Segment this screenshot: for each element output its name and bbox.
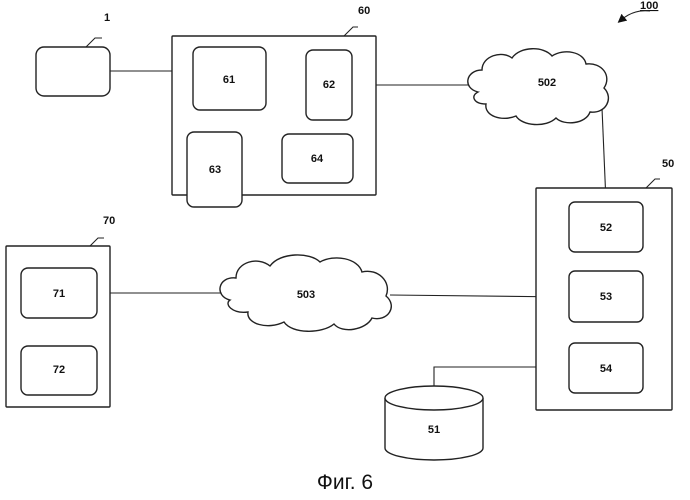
- block-60-label: 60: [358, 5, 370, 17]
- block-70: 70 71 72: [6, 215, 115, 407]
- device-1-label: 1: [104, 12, 110, 24]
- device-1-box: [36, 47, 110, 96]
- figure-caption: Фиг. 6: [0, 471, 690, 495]
- block-61-label: 61: [223, 74, 235, 86]
- block-60-leader: [344, 27, 358, 36]
- reference-numeral-100: 100: [640, 0, 658, 12]
- block-63-label: 63: [209, 164, 221, 176]
- cloud-502-label: 502: [538, 77, 556, 89]
- block-70-leader: [90, 238, 104, 246]
- database-51: 51: [385, 386, 483, 460]
- reference-arrow-100: [621, 11, 650, 20]
- network-cloud-503: 503: [220, 255, 391, 331]
- block-50-label: 50: [662, 158, 674, 170]
- network-cloud-502: 502: [468, 49, 609, 125]
- block-53-label: 53: [600, 291, 612, 303]
- device-1: 1: [36, 12, 110, 96]
- patent-diagram: 100 1 60 61 62 63 64 502: [0, 0, 690, 470]
- block-52-label: 52: [600, 222, 612, 234]
- cloud-503-label: 503: [297, 289, 315, 301]
- block-50: 50 52 53 54: [536, 158, 674, 410]
- block-72-label: 72: [53, 364, 65, 376]
- database-51-label: 51: [428, 424, 440, 436]
- block-70-label: 70: [103, 215, 115, 227]
- block-60: 60 61 62 63 64: [172, 5, 376, 207]
- block-71-label: 71: [53, 288, 65, 300]
- device-1-leader: [86, 38, 102, 47]
- database-51-top: [385, 386, 483, 410]
- block-62-label: 62: [323, 79, 335, 91]
- block-64-label: 64: [311, 153, 324, 165]
- block-50-leader: [646, 179, 660, 188]
- block-54-label: 54: [600, 363, 613, 375]
